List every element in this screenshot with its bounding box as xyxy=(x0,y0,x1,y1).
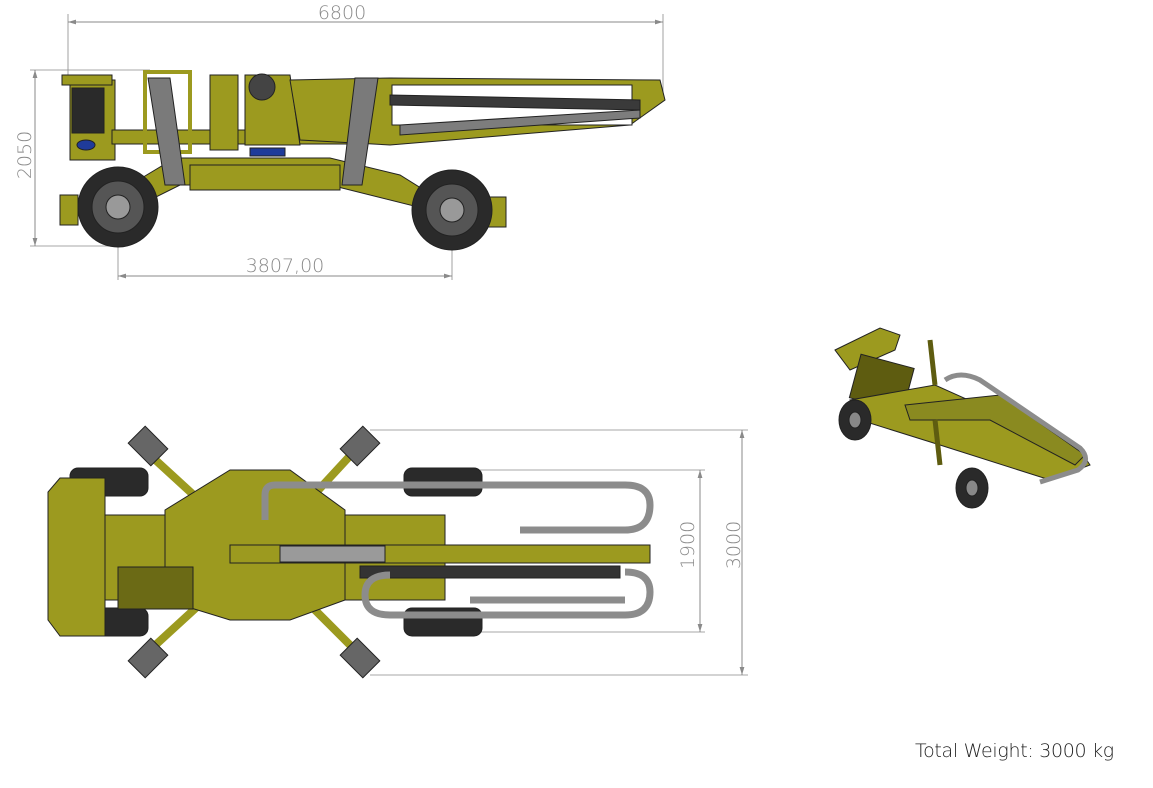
iso-canopy xyxy=(834,327,901,371)
top-view-pipes xyxy=(261,481,654,619)
side-view-wheel-rear xyxy=(77,166,159,248)
slew-ring xyxy=(248,73,276,101)
side-view-wheel-front xyxy=(411,169,493,251)
engine-block xyxy=(71,87,105,134)
dimension-wheelbase-label: 3807,00 xyxy=(246,255,325,277)
top-view-outrigger-pads xyxy=(127,425,381,679)
boom-inner-section xyxy=(279,545,386,563)
top-view xyxy=(47,425,748,679)
iso-outrigger xyxy=(932,419,943,466)
top-view-extension-lines xyxy=(370,429,748,676)
total-weight-label: Total Weight: 3000 kg xyxy=(915,740,1114,762)
side-view-outriggers xyxy=(147,77,379,186)
isometric-view xyxy=(834,327,1091,509)
iso-wheels xyxy=(838,399,989,509)
blue-plate xyxy=(76,139,96,151)
boom-dark-section xyxy=(359,565,621,579)
iso-outrigger xyxy=(927,339,938,386)
radiator-grille xyxy=(117,566,194,610)
blue-cylinder xyxy=(249,147,286,157)
iso-pipe xyxy=(943,372,1088,485)
dimension-height-label: 2050 xyxy=(14,131,36,179)
dimension-length-label: 6800 xyxy=(318,2,366,24)
dimension-track-width-label: 1900 xyxy=(677,521,699,569)
dimension-overall-width-label: 3000 xyxy=(723,521,745,569)
side-view xyxy=(30,14,666,280)
